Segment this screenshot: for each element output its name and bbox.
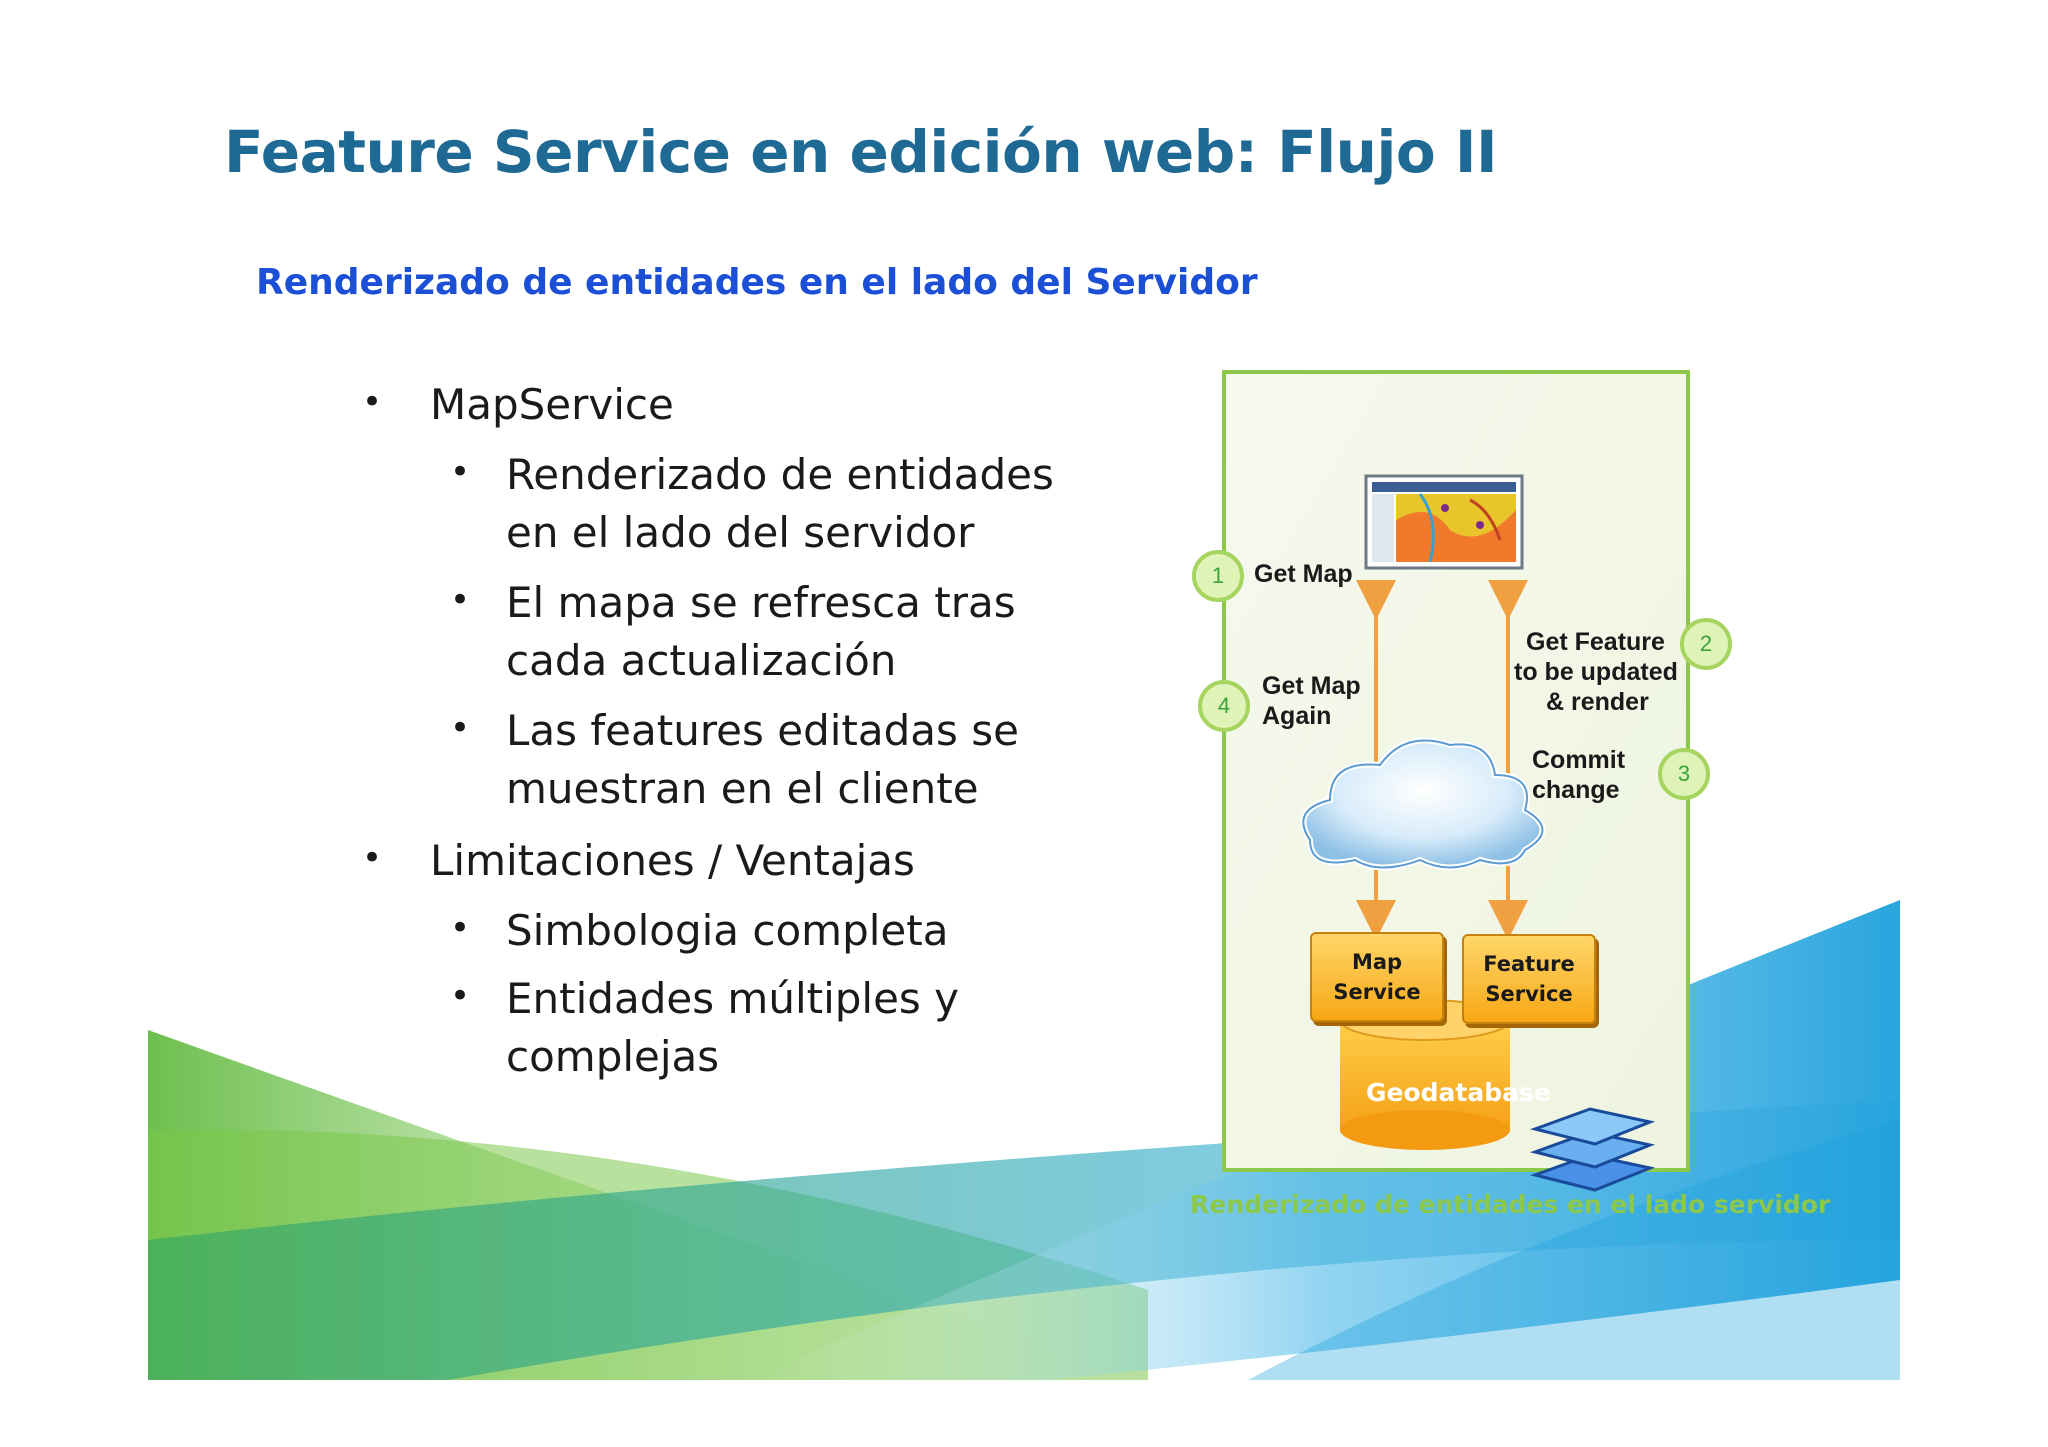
step-2-label-line: to be updated	[1514, 658, 1678, 686]
sub-bullet-line: Entidades múltiples y	[506, 974, 960, 1023]
sub-bullet-line: complejas	[506, 1032, 720, 1081]
step-2-label-line: & render	[1546, 688, 1649, 716]
layers-icon	[1529, 1107, 1656, 1192]
step-1-badge: 1	[1192, 550, 1244, 602]
feature-service-label: Feature	[1483, 952, 1575, 976]
step-4-label-line: Again	[1262, 702, 1332, 730]
step-3-badge: 3	[1658, 748, 1710, 800]
cloud-icon	[1300, 737, 1546, 871]
step-3-label-line: change	[1532, 776, 1620, 804]
server-rendering-diagram: 1 Get Map 2 Get Feature to be updated & …	[1180, 360, 1760, 1240]
sub-bullet-line: Simbologia completa	[506, 906, 949, 955]
bullet-dot: •	[450, 708, 471, 748]
bullet-dot: •	[362, 382, 383, 422]
bullet-dot: •	[450, 976, 471, 1016]
map-service-label: Service	[1333, 980, 1421, 1004]
map-service-label: Map	[1351, 950, 1403, 974]
slide-title: Feature Service en edición web: Flujo II	[224, 118, 1498, 186]
step-3-label-line: Commit	[1532, 746, 1626, 774]
step-1-label: Get Map	[1254, 560, 1353, 588]
bullet-dot: •	[450, 908, 471, 948]
sub-bullet-line: El mapa se refresca tras	[506, 578, 1016, 627]
step-2-label-line: Get Feature	[1526, 628, 1665, 656]
bullet-dot: •	[362, 838, 383, 878]
bullet-list: • MapService • Renderizado de entidades …	[0, 0, 1100, 1100]
step-2-badge: 2	[1680, 618, 1732, 670]
slide-subtitle: Renderizado de entidades en el lado del …	[256, 262, 1258, 303]
sub-bullet-line: en el lado del servidor	[506, 508, 975, 557]
sub-bullet-line: Renderizado de entidades	[506, 450, 1054, 499]
feature-service-label: Service	[1485, 982, 1573, 1006]
step-4-label-line: Get Map	[1262, 672, 1361, 700]
sub-bullet-line: cada actualización	[506, 636, 897, 685]
geodatabase-label: Geodatabase	[1366, 1078, 1551, 1107]
sub-bullet-line: muestran en el cliente	[506, 764, 979, 813]
step-4-badge: 4	[1198, 680, 1250, 732]
map-thumbnail-icon	[1364, 474, 1524, 570]
diagram-caption: Renderizado de entidades en el lado serv…	[1190, 1190, 1831, 1219]
sub-bullet-line: Las features editadas se	[506, 706, 1019, 755]
bullet-dot: •	[450, 452, 471, 492]
bullet-item: MapService	[430, 380, 674, 429]
bullet-dot: •	[450, 580, 471, 620]
bullet-item: Limitaciones / Ventajas	[430, 836, 915, 885]
diagram-graphics	[1222, 370, 1690, 1192]
